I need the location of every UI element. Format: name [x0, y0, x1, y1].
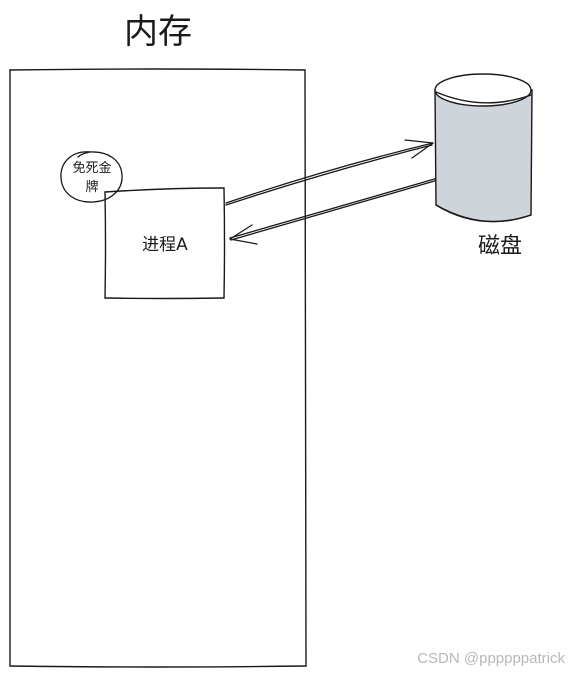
process-label: 进程A: [142, 235, 188, 255]
arrow-to-process: [229, 177, 439, 245]
memory-box: [8, 68, 307, 668]
memory-title: 内存: [124, 12, 192, 52]
watermark: CSDN @ppppppatrick: [417, 650, 565, 667]
badge-label-line1: 免死金: [72, 160, 111, 176]
badge-label-line2: 牌: [85, 179, 98, 195]
arrow-to-disk: [225, 139, 434, 206]
disk-label: 磁盘: [478, 234, 522, 259]
badge-circle: [60, 151, 123, 203]
disk-cylinder: [434, 73, 533, 223]
